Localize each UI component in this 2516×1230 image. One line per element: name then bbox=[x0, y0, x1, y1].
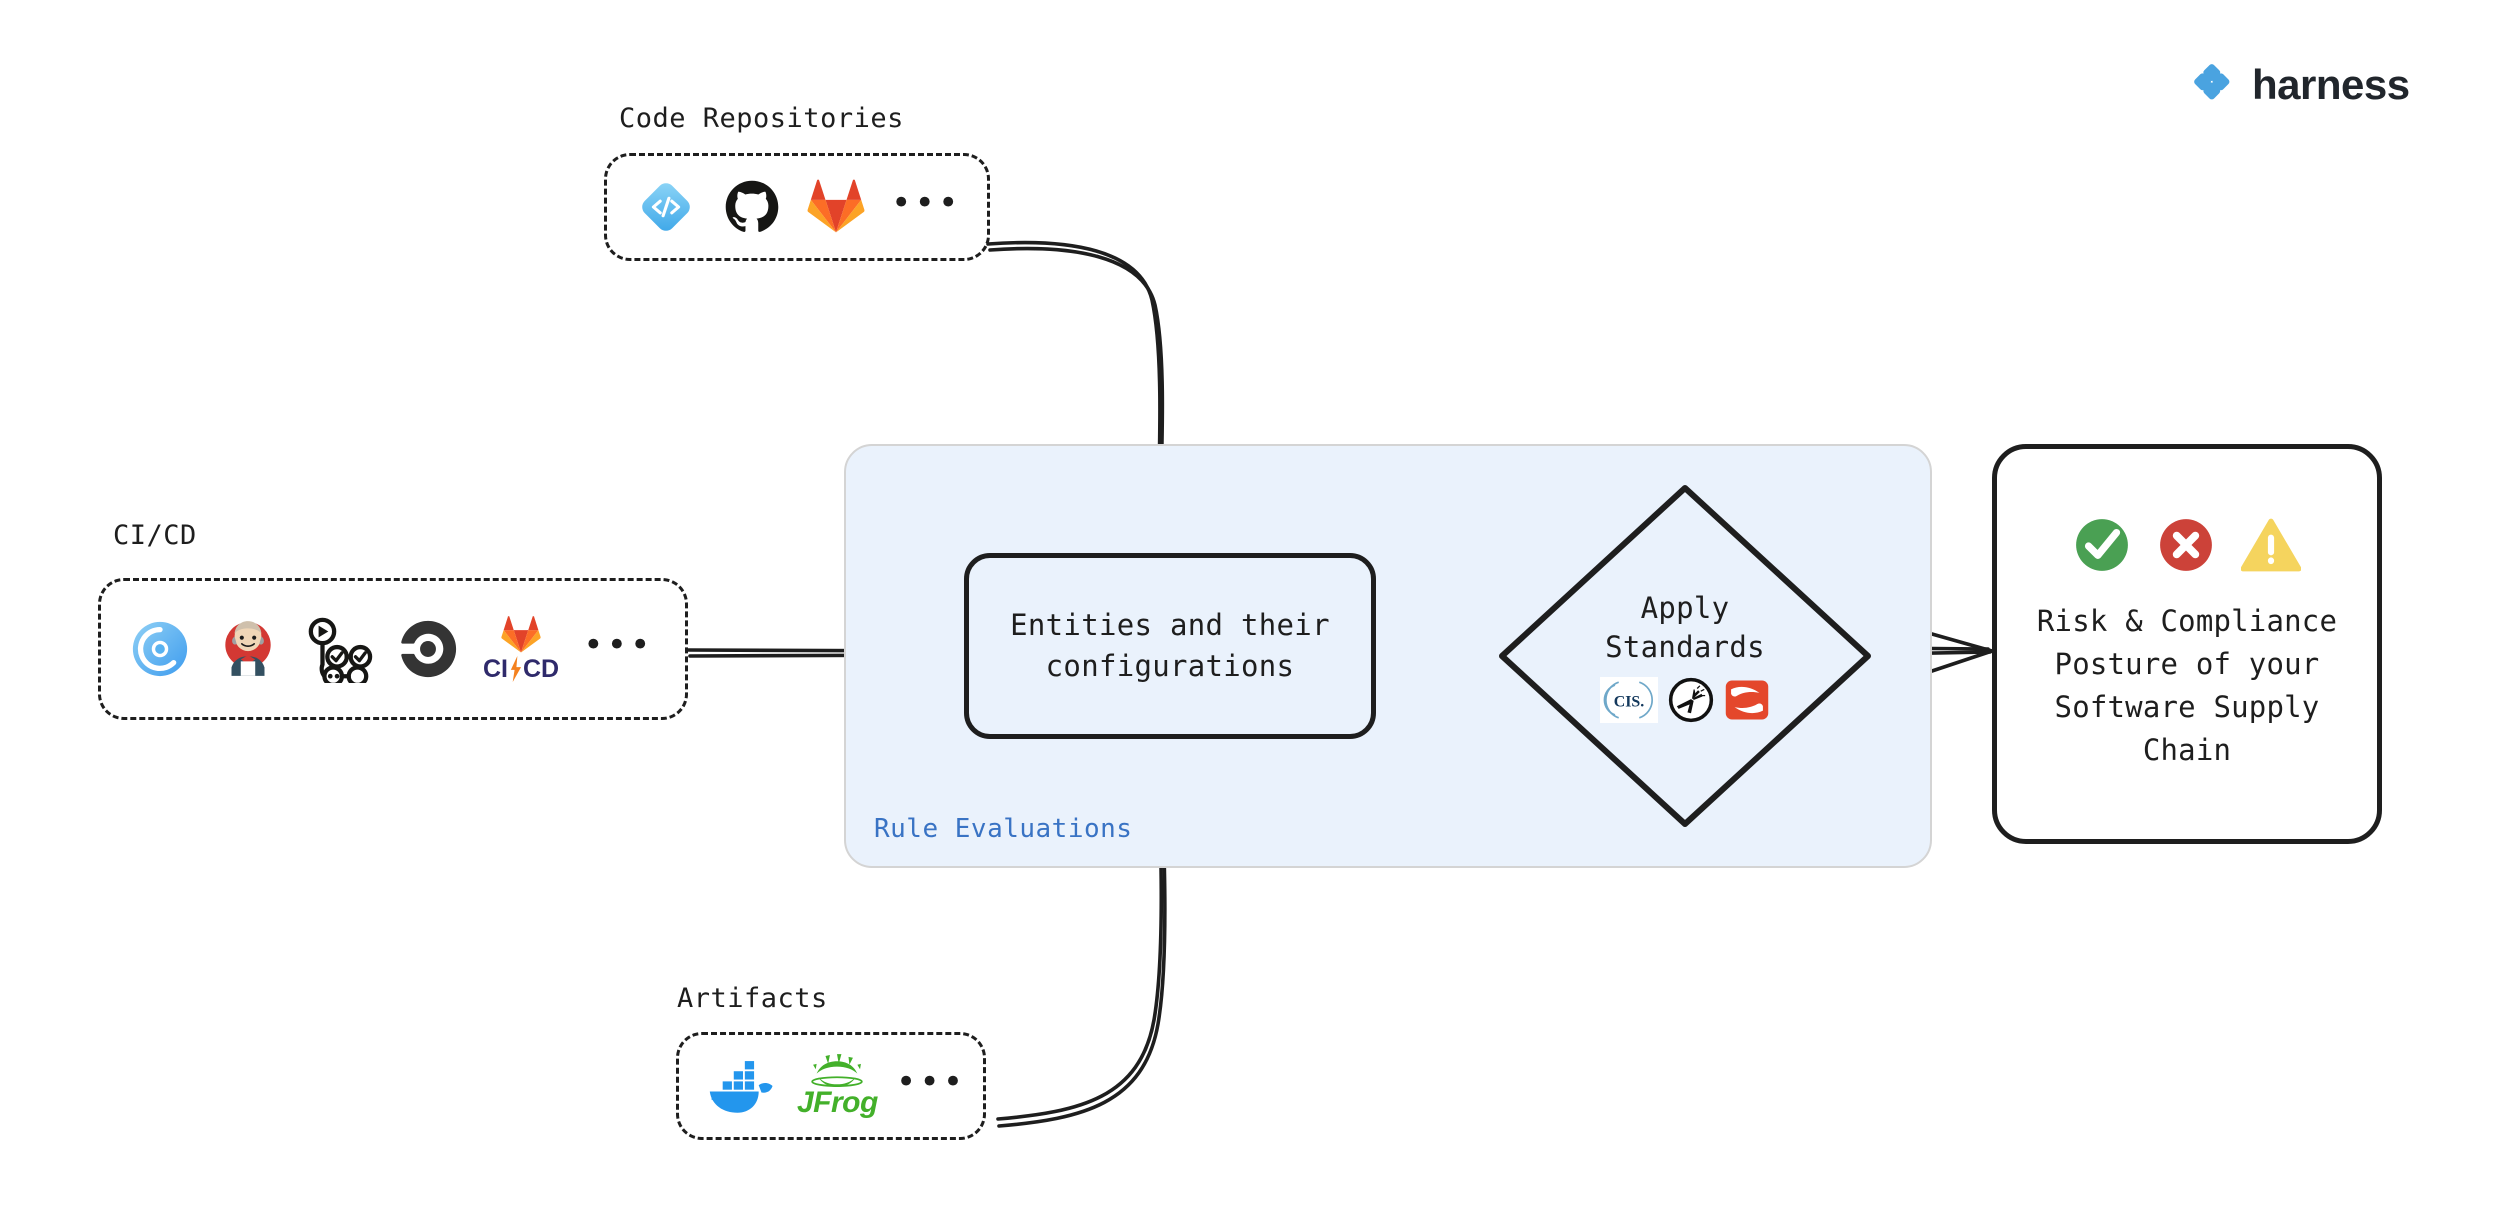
group-label-code-repositories: Code Repositories bbox=[619, 103, 904, 134]
gitlab-cicd-label-ci: CI bbox=[483, 654, 508, 683]
output-line-4: Chain bbox=[2142, 732, 2232, 767]
github-icon bbox=[725, 180, 779, 232]
group-box-ci-cd: CI CD ••• bbox=[98, 578, 688, 720]
ellipsis-artifacts: ••• bbox=[895, 1061, 967, 1102]
entities-line-2: configurations bbox=[1045, 649, 1295, 683]
lightning-bolt-icon bbox=[510, 656, 522, 682]
harness-brand-name: harness bbox=[2252, 61, 2410, 108]
harness-diamond-logo-icon bbox=[2194, 64, 2230, 100]
group-box-code-repositories: ••• bbox=[604, 153, 990, 261]
gitlab-icon bbox=[807, 179, 865, 233]
diamond-shape-icon bbox=[1499, 485, 1871, 827]
output-line-2: Posture of your bbox=[2054, 647, 2320, 682]
apply-standards-diamond: Apply Standards CIS. bbox=[1492, 478, 1878, 834]
entities-configurations-box: Entities and their configurations bbox=[964, 553, 1376, 739]
harness-ci-icon bbox=[132, 621, 188, 677]
icon-row-artifacts: JFrog ••• bbox=[679, 1054, 994, 1118]
group-box-artifacts: JFrog ••• bbox=[676, 1032, 986, 1140]
status-icon-row bbox=[2073, 516, 2301, 574]
risk-compliance-output-box: Risk & Compliance Posture of your Softwa… bbox=[1992, 444, 2382, 844]
jfrog-wordmark: JFrog bbox=[797, 1086, 878, 1119]
output-line-3: Software Supply bbox=[2054, 690, 2320, 724]
jfrog-splash-icon bbox=[811, 1054, 864, 1087]
success-check-icon bbox=[2076, 519, 2128, 572]
group-label-ci-cd: CI/CD bbox=[113, 520, 197, 551]
github-actions-icon bbox=[308, 617, 373, 683]
circleci-icon bbox=[401, 620, 457, 678]
gitlab-tanuki-icon bbox=[501, 616, 541, 653]
harness-brand-logo: harness bbox=[2192, 62, 2410, 108]
rule-evaluations-panel bbox=[844, 444, 1932, 868]
harness-code-icon bbox=[642, 183, 690, 231]
ellipsis-ci-cd: ••• bbox=[583, 624, 654, 665]
gitlab-cicd-label-cd: CD bbox=[523, 654, 560, 683]
ellipsis-code-repositories: ••• bbox=[891, 182, 962, 223]
jfrog-icon: JFrog bbox=[797, 1054, 878, 1118]
jenkins-icon bbox=[225, 621, 271, 676]
error-cross-icon bbox=[2160, 519, 2212, 572]
entities-line-1: Entities and their bbox=[1010, 607, 1330, 642]
group-label-artifacts: Artifacts bbox=[677, 983, 828, 1014]
docker-icon bbox=[709, 1061, 773, 1113]
gitlab-cicd-icon: CI CD bbox=[483, 616, 559, 682]
icon-row-ci-cd: CI CD ••• bbox=[101, 615, 682, 683]
warning-triangle-icon bbox=[2241, 518, 2301, 572]
rule-evaluations-label: Rule Evaluations bbox=[874, 814, 1133, 844]
icon-row-code-repositories: ••• bbox=[607, 176, 989, 238]
output-line-1: Risk & Compliance bbox=[2036, 604, 2338, 639]
